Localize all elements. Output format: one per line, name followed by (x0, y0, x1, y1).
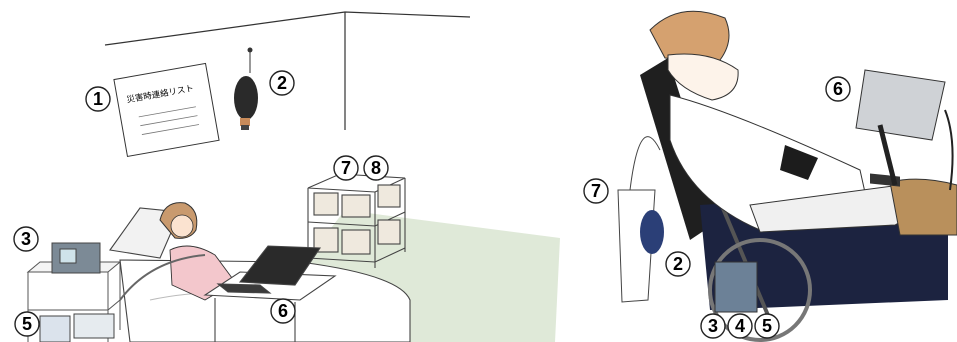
svg-text:3: 3 (708, 316, 718, 336)
svg-text:4: 4 (735, 316, 745, 336)
badge-2-right: 2 (666, 252, 690, 276)
badge-7-right: 7 (584, 179, 608, 203)
svg-text:8: 8 (371, 158, 381, 178)
svg-text:3: 3 (21, 229, 31, 249)
svg-text:2: 2 (277, 73, 287, 93)
badge-6: 6 (271, 299, 295, 323)
badge-5: 5 (15, 312, 39, 336)
badge-6-right: 6 (826, 77, 850, 101)
communication-device (856, 70, 953, 190)
wheelchair-scene: 6 7 2 3 4 5 (584, 11, 957, 340)
humidifier (74, 314, 114, 338)
contact-list-sign (114, 63, 219, 156)
equipment-cart (28, 243, 120, 342)
badge-2: 2 (270, 71, 294, 95)
under-seat-equipment (715, 262, 757, 312)
badge-4-right: 4 (728, 314, 752, 338)
badge-3: 3 (14, 227, 38, 251)
bedroom-scene: 災害時連絡リスト 1 2 (14, 12, 560, 342)
blue-bag-mask (640, 210, 664, 254)
badge-1: 1 (86, 87, 110, 111)
blanket (890, 179, 957, 235)
bag-valve-mask (234, 48, 258, 131)
badge-3-right: 3 (701, 314, 725, 338)
badge-5-right: 5 (755, 314, 779, 338)
beanie (650, 11, 729, 60)
badge-7: 7 (334, 156, 358, 180)
svg-text:5: 5 (22, 314, 32, 334)
svg-text:7: 7 (591, 181, 601, 201)
badge-8: 8 (364, 156, 388, 180)
suction-unit (40, 316, 70, 342)
svg-text:1: 1 (93, 89, 103, 109)
svg-text:7: 7 (341, 158, 351, 178)
svg-text:6: 6 (833, 79, 843, 99)
svg-text:6: 6 (278, 301, 288, 321)
svg-text:2: 2 (673, 254, 683, 274)
svg-text:5: 5 (762, 316, 772, 336)
